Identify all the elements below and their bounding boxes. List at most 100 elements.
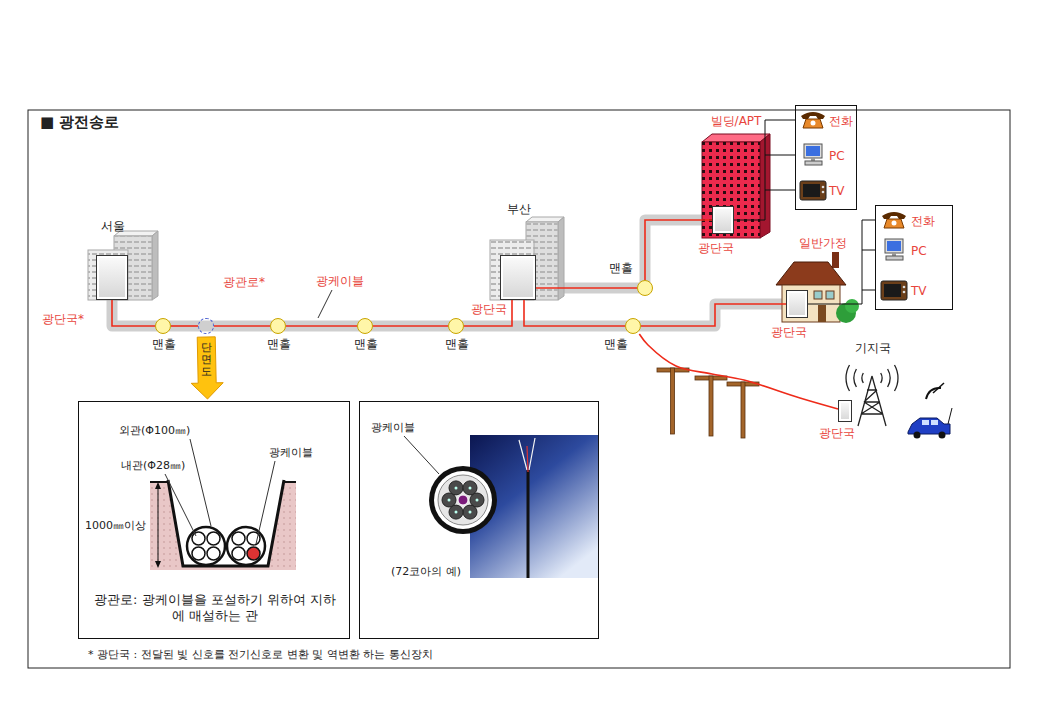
cable-photo <box>469 511 472 514</box>
seoul-building <box>88 250 128 300</box>
diagram-title: ■ 광전송로 <box>40 113 119 131</box>
manhole-circle: 맨홀 <box>448 318 464 334</box>
device-icons <box>800 112 907 300</box>
device-icons <box>882 212 906 228</box>
cable-photo <box>438 475 488 525</box>
node-text: 기지국 <box>855 341 891 355</box>
node-text: 광단국 <box>771 325 807 339</box>
duct-band <box>112 220 786 326</box>
node-text: 내관(Φ28㎜) <box>121 459 185 472</box>
device-icons <box>801 112 825 128</box>
radio-tower <box>858 376 886 426</box>
manhole-circle: 맨홀 <box>625 318 641 334</box>
optical-cable <box>464 300 512 326</box>
trench-section <box>232 532 245 545</box>
trench-section <box>190 439 211 526</box>
node-text: 외관(Φ100㎜) <box>119 424 190 437</box>
node-text: 광관로* <box>223 275 265 289</box>
leader-line <box>318 290 332 318</box>
cable-photo <box>469 486 472 489</box>
manhole-circle: 맨홀 <box>357 318 373 334</box>
apartment-building <box>702 142 760 238</box>
house <box>826 291 834 299</box>
cable-photo <box>455 511 458 514</box>
node-text: 광단국 <box>698 241 734 255</box>
optical-cable <box>524 300 625 326</box>
radio-tower <box>881 365 898 391</box>
node-text: 서울 <box>101 219 125 233</box>
cable-photo <box>442 481 484 519</box>
terminal-station: 기지국광단국 <box>838 400 852 422</box>
node-text: 광단국 <box>819 426 855 440</box>
house <box>832 252 839 268</box>
terminal-station: 빌딩/APT광단국 <box>712 206 734 234</box>
node-text: (72코아의 예) <box>391 565 461 578</box>
house <box>776 252 859 323</box>
car-icon <box>908 418 950 434</box>
outer-frame <box>28 110 1010 668</box>
optical-cable <box>373 325 448 327</box>
apartment-building <box>702 134 770 142</box>
cable-photo <box>429 466 497 534</box>
node-text: 광케이블 <box>269 446 313 459</box>
trench-section <box>168 480 284 566</box>
node-text: PC <box>829 149 845 163</box>
node-text: 광관로: 광케이블을 포설하기 위하여 지하에 매설하는 관 <box>90 592 340 623</box>
node-text: 맨홀 <box>354 337 378 351</box>
optical-cable <box>286 325 357 327</box>
node-text: 광단국* <box>42 312 84 326</box>
optical-cable <box>536 287 637 289</box>
node-text: TV <box>829 184 845 198</box>
cable-photo <box>404 436 439 474</box>
node-text: 맨홀 <box>267 337 291 351</box>
trench-section <box>150 481 296 483</box>
terminal-station: 서울광단국* <box>96 255 128 300</box>
manhole-circle: 맨홀 <box>270 318 286 334</box>
utility-poles <box>709 376 713 436</box>
utility-poles <box>671 368 675 434</box>
cable-photo <box>527 470 530 578</box>
cable-photo <box>463 481 477 495</box>
trench-section <box>207 547 220 560</box>
house <box>845 299 859 313</box>
branch-wires <box>862 220 875 290</box>
cable-photo <box>442 493 456 507</box>
edge-label: 단면도 <box>201 342 212 378</box>
car-icon <box>939 432 946 439</box>
signal-wire <box>808 290 875 304</box>
cable-photo <box>448 499 451 502</box>
node-text: 광케이블 <box>371 421 415 434</box>
car-icon <box>933 383 944 393</box>
optical-cable <box>171 325 198 327</box>
trench-section <box>247 547 260 560</box>
trench-section <box>256 461 275 544</box>
trench-section <box>158 488 159 562</box>
terminal-station: 일반가정광단국 <box>786 290 808 318</box>
seoul-building <box>88 231 158 300</box>
node-text: 부산 <box>507 202 531 216</box>
optical-cable <box>641 304 786 326</box>
cable-photo <box>463 505 477 519</box>
node-text: 전화 <box>911 214 935 228</box>
trench-section <box>192 547 205 560</box>
manhole-circle: 맨홀 <box>155 318 171 334</box>
car-icon <box>948 408 952 424</box>
trench-section <box>207 532 220 545</box>
node-text: 맨홀 <box>609 261 633 275</box>
radio-tower <box>846 365 898 426</box>
node-text: 광단국 <box>471 302 507 316</box>
cable-photo <box>449 481 463 495</box>
trench-section <box>155 482 161 568</box>
trench-section <box>192 532 205 545</box>
optical-cable <box>214 325 270 327</box>
trench-section <box>232 547 245 560</box>
footnote: * 광단국 : 전달된 빛 신호를 전기신호로 변환 및 역변환 하는 통신장치 <box>88 648 433 661</box>
duct-marker: 광관로* <box>198 318 214 334</box>
cable-photo <box>455 486 458 489</box>
car-icon <box>931 420 938 425</box>
device-box: 전화PCTV <box>795 105 857 210</box>
seoul-building <box>152 231 158 300</box>
